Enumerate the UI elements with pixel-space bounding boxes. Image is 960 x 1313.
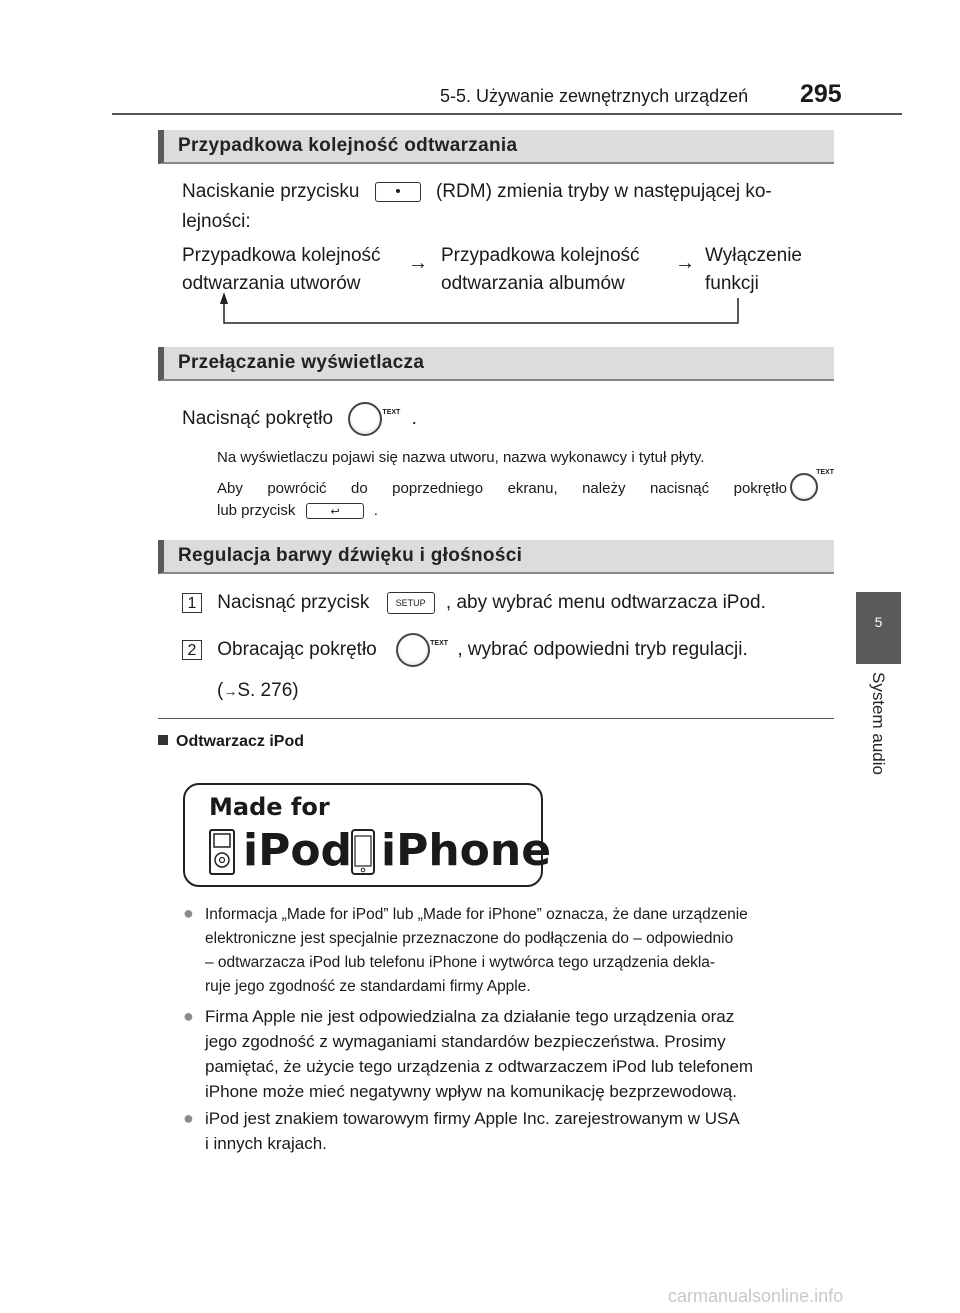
- bullet-line: pamiętać, że użycie tego urządzenia z od…: [205, 1057, 754, 1076]
- running-header-section: 5-5. Używanie zewnętrznych urządzeń: [440, 86, 749, 106]
- knob-label: TEXT: [816, 469, 834, 476]
- section-heading-display: Przełączanie wyświetlacza: [158, 347, 834, 381]
- ipod-device-icon: [209, 829, 235, 875]
- iphone-device-icon: [351, 829, 375, 875]
- mode-line1: Przypadkowa kolejność: [182, 245, 381, 266]
- intro-text-before: Naciskanie przycisku: [182, 181, 360, 202]
- flow-arrow-icon: →: [675, 252, 695, 274]
- ref-text: S. 276): [237, 680, 299, 701]
- section-heading-sound: Regulacja barwy dźwięku i głośności: [158, 540, 834, 574]
- bullet-item: ● iPod jest znakiem towarowym firmy Appl…: [183, 1106, 833, 1156]
- square-bullet-icon: [158, 735, 168, 745]
- section2-step: Nacisnąć pokrętło TEXT .: [182, 402, 417, 436]
- knob-label: TEXT: [382, 409, 401, 416]
- ipod-heading-text: Odtwarzacz iPod: [176, 733, 305, 750]
- section2-note2-line2: lub przycisk ↩ .: [217, 500, 378, 522]
- intro-text-after: (RDM) zmienia tryby w następującej ko-: [435, 181, 772, 202]
- logo-ipod: iPod: [243, 825, 353, 876]
- ref-paren: (: [217, 680, 224, 701]
- note-text: lub przycisk: [217, 502, 296, 519]
- step-text-after: , aby wybrać menu odtwarzacza iPod.: [445, 592, 766, 613]
- made-for-ipod-iphone-logo: Made for iPod iPhone: [183, 783, 551, 887]
- mode-album-random: Przypadkowa kolejność odtwarzania albumó…: [441, 242, 640, 298]
- text-knob-icon: TEXT: [790, 469, 834, 501]
- section-divider: [158, 718, 834, 719]
- ref-arrow-icon: →: [223, 683, 238, 699]
- mode-line2: odtwarzania utworów: [182, 273, 361, 294]
- logo-made-for: Made for: [209, 793, 330, 821]
- logo-iphone: iPhone: [381, 825, 552, 876]
- section3-step2: 2 Obracając pokrętło TEXT , wybrać odpow…: [182, 633, 748, 667]
- rdm-button-icon: [374, 181, 421, 202]
- step-period: .: [411, 408, 417, 430]
- bullet-line: elektroniczne jest specjalnie przeznaczo…: [205, 930, 734, 947]
- bullet-line: iPod jest znakiem towarowym firmy Apple …: [205, 1109, 740, 1128]
- bullet-line: ruje jego zgodność ze standardami firmy …: [205, 978, 531, 995]
- mode-line2: funkcji: [705, 273, 759, 294]
- section-title: Przełączanie wyświetlacza: [178, 352, 425, 373]
- text-knob-icon: TEXT: [396, 633, 448, 667]
- chapter-label: System audio: [869, 672, 888, 775]
- back-button-icon: ↩: [305, 503, 364, 520]
- section3-reference: (→S. 276): [217, 676, 299, 706]
- circle-bullet-icon: ●: [183, 1108, 194, 1128]
- section1-intro-line2: lejności:: [182, 211, 251, 232]
- step-text: Nacisnąć przycisk: [217, 592, 370, 613]
- section2-note2-line1: Aby powrócić do poprzedniego ekranu, nal…: [217, 480, 787, 497]
- step-text: Nacisnąć pokrętło: [182, 408, 334, 430]
- bullet-line: – odtwarzacza iPod lub telefonu iPhone i…: [205, 954, 716, 971]
- chapter-label-container: System audio: [856, 672, 901, 802]
- bullet-item: ● Firma Apple nie jest odpowiedzialna za…: [183, 1004, 833, 1104]
- circle-bullet-icon: ●: [183, 903, 194, 923]
- section2-note1: Na wyświetlaczu pojawi się nazwa utworu,…: [217, 449, 705, 466]
- section3-step1: 1 Nacisnąć przycisk SETUP , aby wybrać m…: [182, 588, 766, 618]
- bullet-line: Informacja „Made for iPod” lub „Made for…: [205, 906, 748, 923]
- bullet-line: i innych krajach.: [205, 1134, 327, 1153]
- bullet-line: jego zgodność z wymaganiami standardów b…: [205, 1032, 726, 1051]
- bullet-line: Firma Apple nie jest odpowiedzialna za d…: [205, 1007, 735, 1026]
- section-title: Regulacja barwy dźwięku i głośności: [178, 545, 523, 566]
- step-text: Obracając pokrętło: [217, 639, 377, 661]
- section-title: Przypadkowa kolejność odtwarzania: [178, 135, 518, 156]
- setup-button-icon: SETUP: [386, 591, 435, 614]
- watermark: carmanualsonline.info: [668, 1286, 844, 1306]
- chapter-number: 5: [874, 614, 883, 630]
- mode-track-random: Przypadkowa kolejność odtwarzania utworó…: [182, 242, 381, 298]
- chapter-tab: 5: [856, 592, 901, 664]
- setup-label: SETUP: [395, 597, 426, 608]
- step-number: 1: [182, 593, 202, 613]
- flow-arrow-icon: →: [408, 252, 428, 274]
- section-heading-random: Przypadkowa kolejność odtwarzania: [158, 130, 834, 164]
- header-rule: [112, 113, 902, 115]
- section1-intro: Naciskanie przycisku (RDM) zmienia tryby…: [182, 177, 832, 207]
- text-knob-icon: TEXT: [348, 402, 400, 436]
- step-text-after: , wybrać odpowiedni tryb regulacji.: [457, 639, 748, 661]
- mode-line1: Przypadkowa kolejność: [441, 245, 640, 266]
- page-number: 295: [800, 80, 842, 108]
- mode-line2: odtwarzania albumów: [441, 273, 625, 294]
- ipod-heading: Odtwarzacz iPod: [158, 733, 304, 751]
- mode-line1: Wyłączenie: [705, 245, 802, 266]
- cycle-return-arrow-icon: [220, 292, 739, 324]
- step-number: 2: [182, 640, 202, 661]
- bullet-item: ● Informacja „Made for iPod” lub „Made f…: [183, 903, 833, 999]
- bullet-line: iPhone może mieć negatywny wpływ na komu…: [205, 1082, 737, 1101]
- note-period: .: [373, 502, 378, 519]
- mode-off: Wyłączenie funkcji: [705, 242, 802, 298]
- knob-label: TEXT: [430, 640, 449, 647]
- circle-bullet-icon: ●: [183, 1006, 194, 1026]
